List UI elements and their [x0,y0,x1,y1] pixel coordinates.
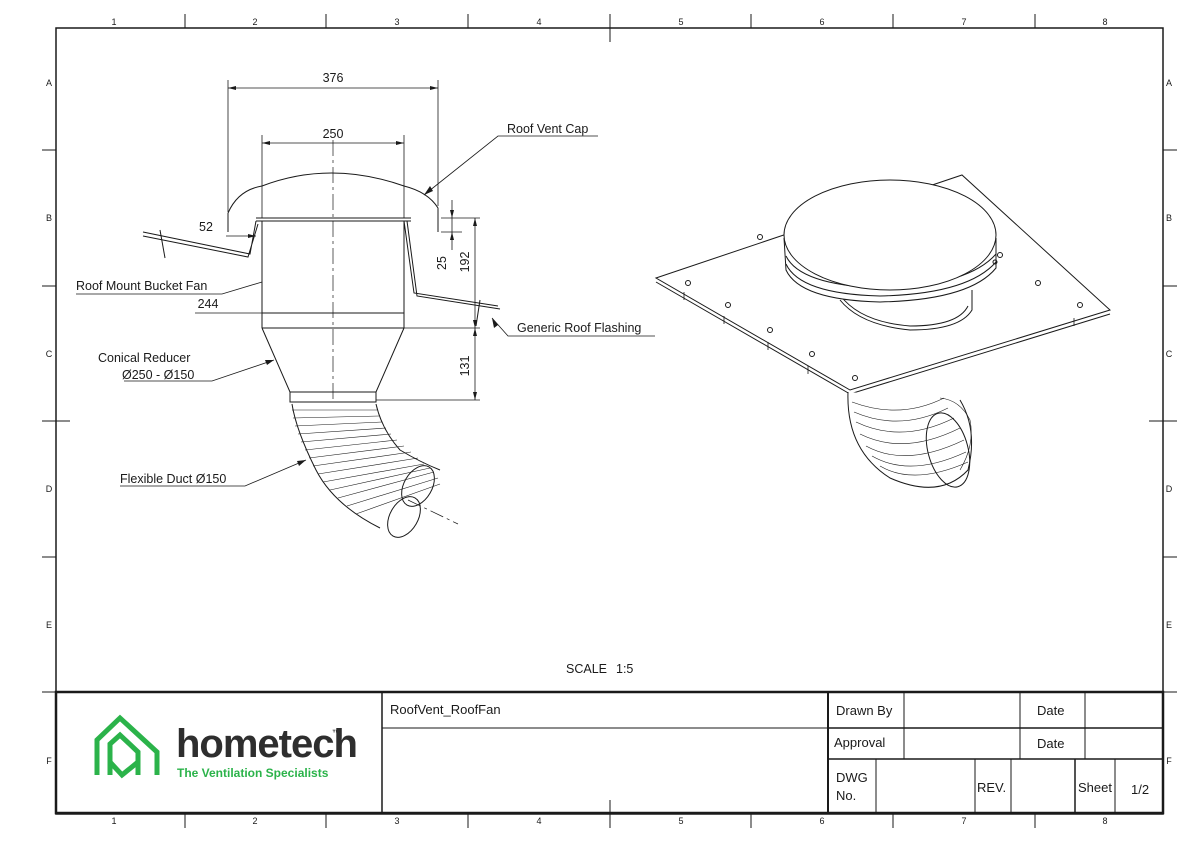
drawing-frame [55,27,1164,815]
row-label-right-d: D [1166,484,1173,494]
row-label-left-e: E [46,620,52,630]
leader-arrow-flashing [492,318,498,328]
flashing-right [403,220,501,310]
col-label-top-4: 4 [536,17,541,27]
dim-25: 25 [435,256,449,270]
col-label-top-6: 6 [819,17,824,27]
sheet-number: 1/2 [1131,782,1150,797]
col-label-top-5: 5 [678,17,683,27]
leader-arrow-duct [297,460,306,466]
col-label-bottom-1: 1 [111,816,116,826]
col-label-top-3: 3 [394,17,399,27]
col-label-bottom-8: 8 [1102,816,1107,826]
dimension-arrows [228,86,477,400]
dwg-label-line2: No. [836,788,857,803]
row-label-right-b: B [1166,213,1172,223]
row-label-left-a: A [46,78,52,88]
dim-376: 376 [323,71,344,85]
dim-244: 244 [198,297,219,311]
row-label-left-c: C [46,349,53,359]
row-label-right-a: A [1166,78,1172,88]
iso-cap-top [783,179,997,291]
callout-reducer-line2: Ø250 - Ø150 [122,368,194,382]
row-label-left-d: D [46,484,53,494]
date-label-2: Date [1037,736,1065,751]
dwg-label-line1: DWG [836,770,868,785]
callout-roof-flashing: Generic Roof Flashing [517,321,641,335]
dim-131: 131 [458,356,472,377]
dim-52: 52 [199,220,213,234]
row-label-right-e: E [1166,620,1172,630]
col-label-bottom-4: 4 [536,816,541,826]
flashing-left [142,220,259,258]
row-label-right-f: F [1166,756,1172,766]
drawing-title: RoofVent_RoofFan [390,702,501,717]
leader-arrow-cap [424,186,433,195]
sheet-label: Sheet [1078,780,1112,795]
title-block [54,690,1165,815]
callout-roof-vent-cap: Roof Vent Cap [507,122,588,136]
col-label-top-7: 7 [961,17,966,27]
logo-tagline: The Ventilation Specialists [177,766,329,780]
rev-label: REV. [977,780,1007,795]
scale-value: 1:5 [616,662,633,676]
col-label-bottom-6: 6 [819,816,824,826]
approval-label: Approval [834,735,886,750]
leader-lines [76,135,655,487]
callout-reducer-line1: Conical Reducer [98,351,190,365]
col-label-top-8: 8 [1102,17,1107,27]
row-label-right-c: C [1166,349,1173,359]
front-elevation [142,140,501,538]
date-label-1: Date [1037,703,1065,718]
col-label-bottom-2: 2 [252,816,257,826]
callout-flex-duct: Flexible Duct Ø150 [120,472,226,486]
dim-192: 192 [458,252,472,273]
isometric-view [654,174,1111,488]
grid-ticks [42,14,1177,828]
col-label-bottom-7: 7 [961,816,966,826]
dim-250: 250 [323,127,344,141]
row-label-left-f: F [46,756,52,766]
conical-reducer [261,327,405,393]
logo-trademark: ™ [332,728,341,738]
dimension-lines [195,80,480,401]
callout-bucket-fan: Roof Mount Bucket Fan [76,279,207,293]
leader-arrow-reducer [265,360,274,365]
drawn-by-label: Drawn By [836,703,893,718]
house-logo-icon [94,714,160,779]
col-label-bottom-5: 5 [678,816,683,826]
logo-wordmark: hometech [176,722,358,766]
col-label-top-1: 1 [111,17,116,27]
col-label-top-2: 2 [252,17,257,27]
row-label-left-b: B [46,213,52,223]
scale-label: SCALE [566,662,607,676]
col-label-bottom-3: 3 [394,816,399,826]
